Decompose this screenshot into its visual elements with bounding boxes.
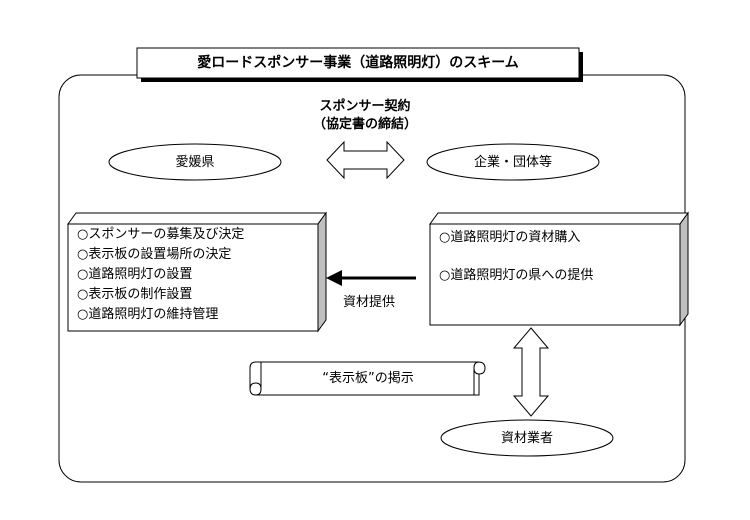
contract-label-line1: スポンサー契約 [319, 98, 411, 114]
contract-label-line2: （協定書の締結） [312, 116, 417, 132]
prefecture-ellipse [108, 143, 282, 181]
supplier-double-arrow [512, 327, 550, 417]
prefecture-task-item: ○表示板の設置場所の決定 [77, 247, 232, 262]
prefecture-task-item: ○表示板の制作設置 [77, 287, 193, 302]
prefecture-box-top [67, 212, 327, 225]
scroll-banner [249, 361, 486, 396]
provision-arrow-label: 資材提供 [343, 295, 396, 310]
prefecture-box-front [67, 223, 319, 332]
scroll-banner-label: “表示板”の掲示 [322, 370, 414, 386]
company-task-item: ○道路照明灯の県への提供 [439, 268, 594, 283]
company-box-top [429, 212, 689, 225]
scroll-left-curl [249, 382, 262, 396]
diagram-title: 愛ロードスポンサー事業（道路照明灯）のスキーム [197, 55, 519, 71]
supplier-ellipse [440, 419, 614, 457]
contract-double-arrow [326, 140, 405, 180]
provision-arrow-head [326, 270, 342, 286]
company-box-front [429, 223, 681, 326]
prefecture-label: 愛媛県 [175, 154, 215, 170]
supplier-label: 資材業者 [500, 430, 553, 446]
prefecture-task-item: ○スポンサーの募集及び決定 [77, 227, 245, 242]
prefecture-task-item: ○道路照明灯の維持管理 [77, 307, 219, 322]
title-box [136, 47, 580, 79]
company-box-side [679, 211, 689, 327]
company-task-item: ○道路照明灯の資材購入 [439, 230, 581, 245]
company-ellipse [426, 143, 600, 181]
company-label: 企業・団体等 [473, 154, 552, 170]
prefecture-task-item: ○道路照明灯の設置 [77, 267, 193, 282]
prefecture-box-side [317, 211, 327, 333]
